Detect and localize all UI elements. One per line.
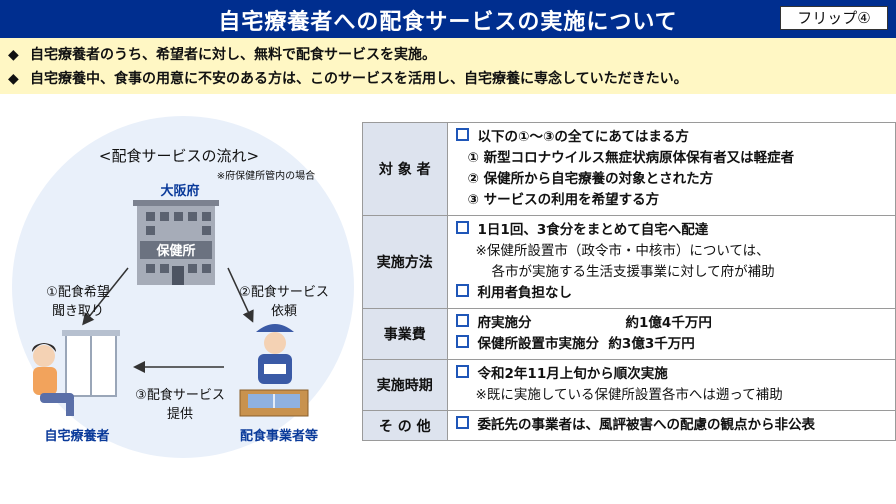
summary-bullets: ◆ 自宅療養者のうち、希望者に対し、無料で配食サービスを実施。 ◆ 自宅療養中、食事…	[0, 38, 896, 94]
content-line: 以下の①～③の全てにあてはまる方	[477, 129, 689, 145]
arrow-step1	[82, 267, 129, 326]
checkbox-bullet-icon	[455, 365, 469, 378]
content-line: 府実施分 約1億4千万円	[477, 315, 712, 331]
table-row: 実施方法 1日1回、3食分をまとめて自宅へ配達 ※保健所設置市（政令市・中核市）…	[362, 215, 896, 309]
arrow-step2	[227, 267, 254, 323]
row-content: 府実施分 約1億4千万円 保健所設置市実施分 約3億3千万円	[446, 308, 896, 360]
summary-text: 自宅療養者のうち、希望者に対し、無料で配食サービスを実施。	[30, 47, 436, 63]
meal-box-icon	[239, 389, 309, 417]
health-center-building-icon	[133, 200, 219, 285]
flow-title: <配食サービスの流れ>	[98, 147, 260, 165]
step1-line: ①配食希望	[46, 285, 110, 300]
content-line: 委託先の事業者は、風評被害への配慮の観点から非公表	[477, 417, 816, 433]
checkbox-bullet-icon	[455, 128, 469, 141]
diamond-bullet-icon: ◆	[8, 71, 19, 87]
checkbox-bullet-icon	[455, 416, 469, 429]
patient-label: 自宅療養者	[44, 429, 110, 444]
step1-label: ①配食希望 聞き取り	[28, 281, 128, 319]
window-icon	[62, 330, 120, 397]
content-line: ※既に実施している保健所設置各市へは遡って補助	[475, 387, 783, 403]
row-heading: 対 象 者	[362, 122, 448, 216]
table-row: 事業費 府実施分 約1億4千万円 保健所設置市実施分 約3億3千万円	[362, 308, 896, 360]
step2-label: ②配食サービス 依頼	[224, 281, 344, 319]
row-content: 令和2年11月上旬から順次実施 ※既に実施している保健所設置各市へは遡って補助	[446, 359, 896, 411]
content-line: 1日1回、3食分をまとめて自宅へ配達	[477, 222, 709, 238]
summary-text: 自宅療養中、食事の用意に不安のある方は、このサービスを活用し、自宅療養に専念して…	[30, 71, 688, 87]
summary-bullet: ◆ 自宅療養中、食事の用意に不安のある方は、このサービスを活用し、自宅療養に専念し…	[8, 68, 688, 88]
checkbox-bullet-icon	[455, 221, 469, 234]
flip-label: フリップ④	[780, 6, 888, 30]
summary-bullet: ◆ 自宅療養者のうち、希望者に対し、無料で配食サービスを実施。	[8, 44, 436, 64]
patient-person-icon	[32, 343, 74, 416]
building-sign: 保健所	[155, 243, 195, 259]
content-line: ② 保健所から自宅療養の対象とされた方	[467, 171, 714, 187]
table-row: 対 象 者 以下の①～③の全てにあてはまる方 ① 新型コロナウイルス無症状病原体…	[362, 122, 896, 216]
row-content: 委託先の事業者は、風評被害への配慮の観点から非公表	[446, 410, 896, 441]
page-title: 自宅療養者への配食サービスの実施について	[218, 10, 678, 35]
row-heading: そ の 他	[362, 410, 448, 441]
step3-label: ③配食サービス 提供	[120, 384, 240, 422]
content-line: ① 新型コロナウイルス無症状病原体保有者又は軽症者	[467, 150, 795, 166]
table-row: そ の 他 委託先の事業者は、風評被害への配慮の観点から非公表	[362, 410, 896, 441]
checkbox-bullet-icon	[455, 314, 469, 327]
content-line: ※保健所設置市（政令市・中核市）については、	[475, 243, 770, 259]
overview-table: 対 象 者 以下の①～③の全てにあてはまる方 ① 新型コロナウイルス無症状病原体…	[362, 122, 896, 441]
step2-line: 依頼	[270, 304, 297, 319]
delivery-worker-icon	[256, 324, 294, 384]
row-heading: 実施方法	[362, 215, 448, 309]
header-bar: 自宅療養者への配食サービスの実施について フリップ④	[0, 0, 896, 38]
row-content: 以下の①～③の全てにあてはまる方 ① 新型コロナウイルス無症状病原体保有者又は軽…	[446, 122, 896, 216]
checkbox-bullet-icon	[455, 284, 469, 297]
diamond-bullet-icon: ◆	[8, 47, 19, 63]
step2-line: ②配食サービス	[239, 285, 329, 300]
vendor-label: 配食事業者等	[239, 429, 318, 444]
content-line: 令和2年11月上旬から順次実施	[477, 366, 668, 382]
checkbox-bullet-icon	[455, 335, 469, 348]
content-line: 各市が実施する生活支援事業に対して府が補助	[491, 264, 775, 280]
row-heading: 実施時期	[362, 359, 448, 411]
step3-line: ③配食サービス	[135, 388, 225, 403]
step3-line: 提供	[166, 407, 193, 422]
row-heading: 事業費	[362, 308, 448, 360]
step1-line: 聞き取り	[51, 304, 104, 319]
table-row: 実施時期 令和2年11月上旬から順次実施 ※既に実施している保健所設置各市へは遡…	[362, 359, 896, 411]
prefecture-label: 大阪府	[160, 184, 200, 199]
content-line: 保健所設置市実施分 約3億3千万円	[477, 336, 695, 352]
row-content: 1日1回、3食分をまとめて自宅へ配達 ※保健所設置市（政令市・中核市）については…	[446, 215, 896, 309]
content-line: 利用者負担なし	[477, 285, 573, 301]
content-line: ③ サービスの利用を希望する方	[467, 192, 660, 208]
flow-note: ※府保健所管内の場合	[216, 171, 316, 182]
